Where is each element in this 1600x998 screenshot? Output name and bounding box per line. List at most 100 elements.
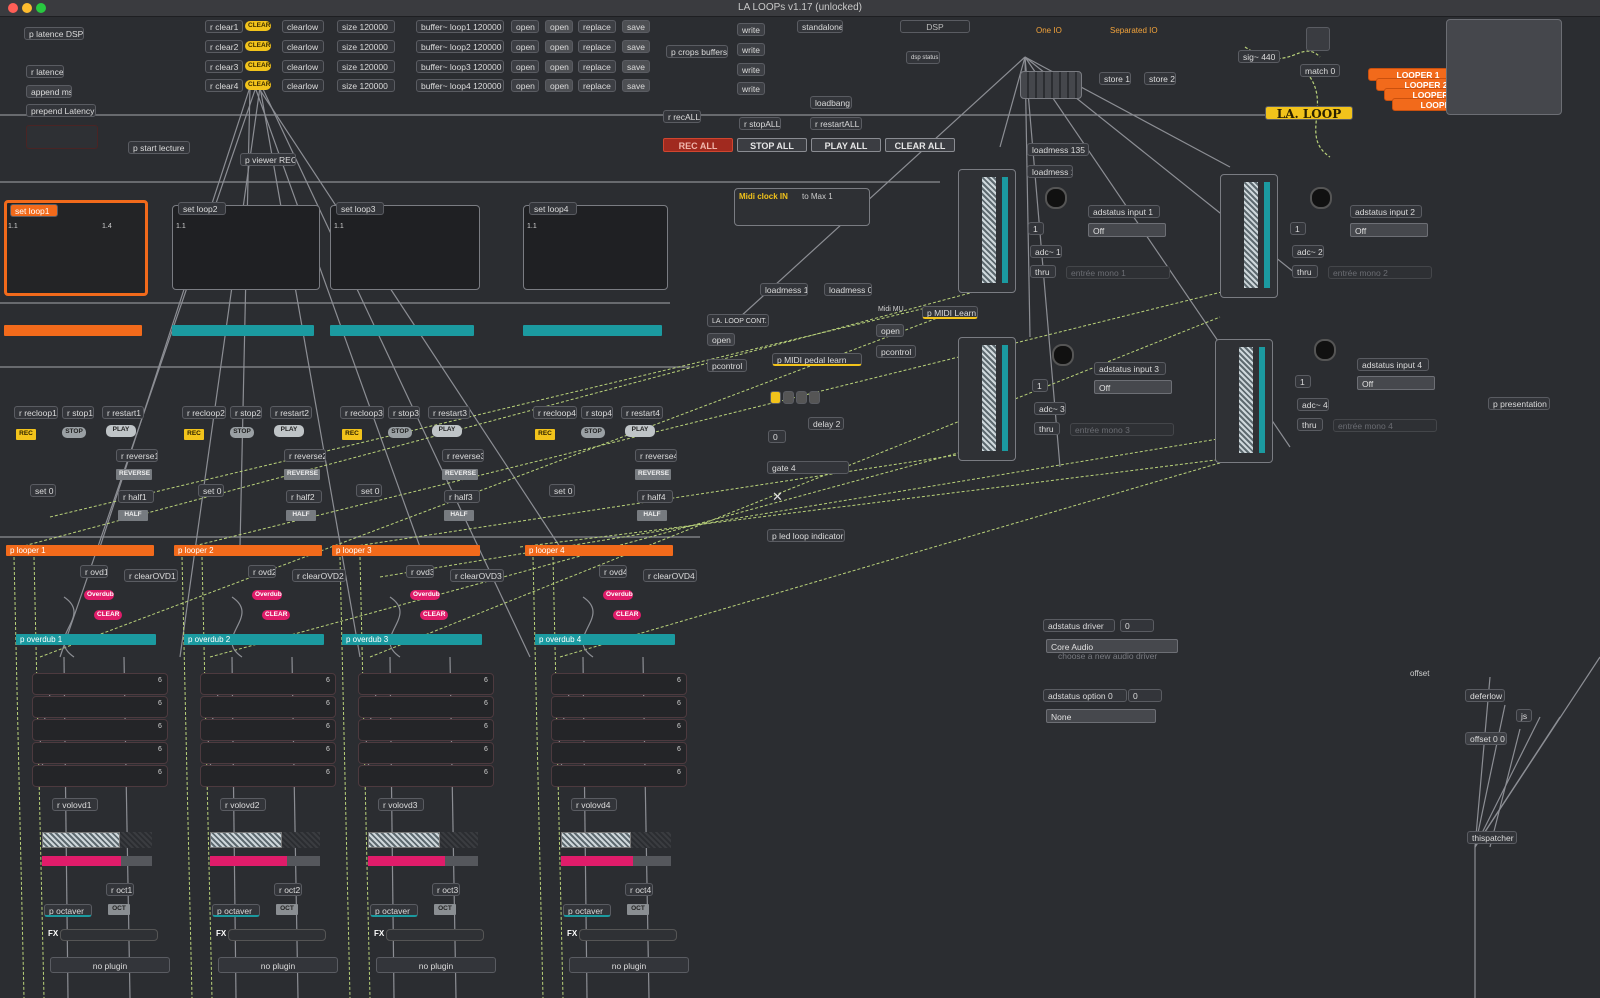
octaver-subpatch[interactable]: p octaver [212,904,260,917]
set-0-message[interactable]: set 0 [198,484,224,497]
overdub-level-track[interactable] [632,856,671,866]
set-0-message[interactable]: set 0 [30,484,56,497]
input-gain-knob[interactable] [1310,187,1332,209]
replace-message[interactable]: replace [578,40,616,53]
midi-pedal-learn-subpatch[interactable]: p MIDI pedal learn [772,353,862,366]
adstatus-input-object[interactable]: adstatus input 1 [1088,205,1160,218]
viewer-rec-subpatch[interactable]: p viewer REC [240,153,296,166]
oct-button[interactable]: OCT [108,904,130,915]
signal-patch-cord[interactable] [13,556,25,998]
receive-stopall-object[interactable]: r stopALL [739,117,781,130]
overdub-waveform-row[interactable] [551,696,687,718]
stop-button[interactable]: STOP [230,427,254,438]
adc-object[interactable]: adc~ 3 [1034,402,1066,415]
signal-patch-cord[interactable] [189,284,1251,548]
thru-object[interactable]: thru [1292,265,1318,278]
size-message[interactable]: size 120000 [337,20,395,33]
buffer-object[interactable]: buffer~ loop3 120000 [416,60,504,73]
half-button[interactable]: HALF [444,510,474,521]
clear-pill-button[interactable]: CLEAR [245,41,271,51]
input-gain-knob[interactable] [1052,344,1074,366]
input-number-box[interactable]: 1 [1032,379,1048,392]
reverse-button[interactable]: REVERSE [635,469,671,480]
store-2-message[interactable]: store 2 [1144,72,1176,85]
receive-half-object[interactable]: r half4 [637,490,673,503]
overdub-level-bar[interactable] [42,856,122,866]
open-message[interactable]: open [876,324,904,337]
set-loop-message[interactable]: set loop1 [10,204,58,217]
no-plugin-menu[interactable]: no plugin [218,957,338,973]
overdub-waveform-row[interactable] [200,673,336,695]
overdub-waveform-row[interactable] [200,765,336,787]
zoom-window-icon[interactable] [36,3,46,13]
microphone-icon[interactable] [1306,27,1330,51]
half-button[interactable]: HALF [637,510,667,521]
save-message[interactable]: save [622,20,650,33]
patch-cord[interactable] [1474,716,1541,848]
sig-object[interactable]: sig~ 440 [1238,50,1280,63]
preset-grid[interactable] [1020,71,1082,99]
js-object[interactable]: js [1516,709,1532,722]
patch-cord[interactable] [1024,56,1031,338]
input-select-menu[interactable]: Off [1094,380,1172,394]
open-message[interactable]: open [511,60,539,73]
clear-pill-button[interactable]: CLEAR [245,21,271,31]
adc-object[interactable]: adc~ 1 [1030,245,1062,258]
overdub-waveform-row[interactable] [358,765,494,787]
delay-object[interactable]: delay 2 [808,417,844,430]
octaver-subpatch[interactable]: p octaver [370,904,418,917]
replace-message[interactable]: replace [578,20,616,33]
write-message[interactable]: write [737,43,765,56]
set-loop-message[interactable]: set loop4 [529,202,577,215]
receive-recloop-object[interactable]: r recloop4 [533,406,577,419]
overdub-waveform-row[interactable] [551,765,687,787]
overdub-volume-track[interactable] [282,832,320,848]
signal-patch-cord[interactable] [559,456,1241,658]
size-message[interactable]: size 120000 [337,60,395,73]
fx-slot[interactable] [579,929,677,941]
fx-slot[interactable] [60,929,158,941]
overdub-level-bar[interactable] [210,856,287,866]
receive-latence-object[interactable]: r latence [26,65,64,78]
midi-clock-panel[interactable] [734,188,870,226]
led-toggle[interactable] [809,391,820,404]
receive-stop-object[interactable]: r stop3 [388,406,420,419]
receive-clearovd-object[interactable]: r clearOVD3 [450,569,504,582]
overdub-waveform-row[interactable] [32,719,168,741]
stop-all-button[interactable]: STOP ALL [737,138,807,152]
buffer-object[interactable]: buffer~ loop2 120000 [416,40,504,53]
receive-recall-object[interactable]: r recALL [663,110,701,123]
overdub-subpatch[interactable]: p overdub 1 [16,634,156,645]
adstatus-input-object[interactable]: adstatus input 2 [1350,205,1422,218]
thispatcher-object[interactable]: thispatcher [1467,831,1517,844]
number-box[interactable]: 0 [768,430,786,443]
overdub-level-bar[interactable] [368,856,445,866]
signal-patch-cord[interactable] [181,556,193,998]
play-button[interactable]: PLAY [106,425,136,437]
oct-button[interactable]: OCT [276,904,298,915]
receive-clear-object[interactable]: r clear4 [205,79,243,92]
save-message[interactable]: save [622,60,650,73]
receive-stop-object[interactable]: r stop2 [230,406,262,419]
open-message[interactable]: open [511,40,539,53]
size-message[interactable]: size 120000 [337,40,395,53]
input-select-menu[interactable]: Off [1088,223,1166,237]
prepend-latency-object[interactable]: prepend Latency [26,104,96,117]
receive-restart-object[interactable]: r restart1 [102,406,144,419]
signal-patch-cord[interactable] [49,306,931,518]
audio-option-menu[interactable]: None [1046,709,1156,723]
overdub-level-track[interactable] [287,856,320,866]
receive-restart-object[interactable]: r restart3 [428,406,470,419]
play-button[interactable]: PLAY [625,425,655,437]
overdub-volume-slider[interactable] [368,832,440,848]
looper-subpatch[interactable]: p looper 4 [525,545,673,556]
overdub-button[interactable]: Overdub [252,590,282,600]
overdub-subpatch[interactable]: p overdub 4 [535,634,675,645]
dsp-status-message[interactable]: dsp status; [906,51,940,64]
thru-object[interactable]: thru [1030,265,1056,278]
clear-overdub-button[interactable]: CLEAR [613,610,641,620]
overdub-waveform-row[interactable] [551,719,687,741]
write-message[interactable]: write [737,82,765,95]
patch-cord[interactable] [582,596,594,658]
clear-all-button[interactable]: CLEAR ALL [885,138,955,152]
